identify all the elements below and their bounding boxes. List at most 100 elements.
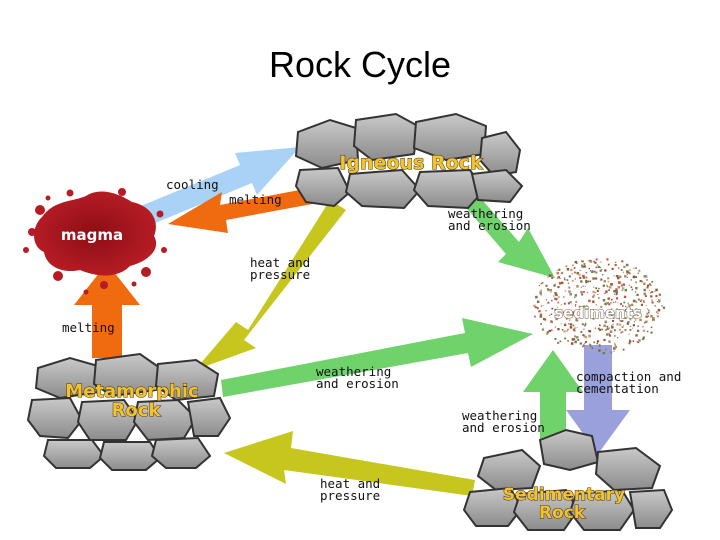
- sediment-particle: [607, 297, 610, 300]
- sediment-particle: [541, 328, 545, 331]
- sediment-particle: [651, 299, 653, 302]
- sediment-particle: [593, 260, 595, 263]
- sediment-particle: [618, 267, 620, 269]
- sediment-particle: [640, 299, 643, 301]
- sediment-particle: [593, 286, 595, 288]
- sediment-particle: [584, 335, 588, 339]
- sediment-particle: [656, 301, 659, 303]
- sediment-particle: [577, 339, 580, 341]
- sediment-particle: [635, 281, 637, 283]
- sediment-particle: [534, 306, 537, 309]
- sediment-particle: [648, 289, 650, 292]
- sediment-particle: [601, 313, 603, 315]
- sediment-particle: [572, 313, 576, 317]
- sediment-particle: [628, 272, 631, 275]
- sediment-particle: [559, 340, 562, 343]
- sediment-particle: [549, 289, 552, 292]
- sediment-particle: [637, 272, 639, 274]
- sediment-particle: [615, 292, 618, 295]
- compaction-label-line1: compaction and: [576, 369, 681, 384]
- sediment-particle: [627, 271, 630, 274]
- sediment-particle: [581, 260, 583, 262]
- sediment-particle: [622, 348, 625, 351]
- sediment-particle: [618, 275, 622, 278]
- sediment-particle: [644, 320, 648, 324]
- sediment-particle: [597, 327, 600, 330]
- sediment-particle: [574, 335, 577, 338]
- sediment-particle: [610, 314, 614, 318]
- sediment-particle: [646, 279, 648, 281]
- sediment-particle: [633, 267, 635, 269]
- sediment-particle: [598, 297, 600, 299]
- sediment-particle: [593, 270, 596, 273]
- sediment-particle: [606, 301, 609, 305]
- sediment-particle: [617, 286, 620, 289]
- sediment-particle: [647, 309, 650, 312]
- sediment-particle: [594, 327, 597, 329]
- sediment-particle: [614, 293, 616, 296]
- heat-pressure-arrow-sedimentary: [224, 431, 475, 496]
- sediment-particle: [615, 275, 618, 277]
- sediment-particle: [626, 270, 629, 273]
- sediment-particle: [554, 308, 557, 311]
- weathering-arrow-igneous: [456, 186, 555, 278]
- sediment-particle: [540, 282, 543, 285]
- sediment-particle: [646, 286, 649, 289]
- sediment-particle: [635, 319, 637, 321]
- sediment-particle: [616, 323, 619, 326]
- sediment-particle: [586, 305, 588, 307]
- sediment-particle: [561, 281, 564, 285]
- sediment-particle: [615, 261, 617, 263]
- sediment-particle: [635, 276, 637, 278]
- sediment-particle: [627, 302, 629, 304]
- sediment-particle: [548, 329, 551, 333]
- sediment-particle: [609, 334, 612, 337]
- sediment-particle: [623, 325, 625, 327]
- weathering-label-igneous-line2: and erosion: [448, 218, 531, 233]
- sediment-particle: [639, 315, 642, 318]
- sediment-particle: [563, 330, 566, 333]
- sediment-particle: [635, 267, 637, 269]
- sediment-particle: [570, 268, 573, 272]
- sediment-particle: [600, 305, 603, 308]
- sediment-particle: [630, 325, 632, 327]
- sediment-particle: [640, 303, 643, 306]
- sediment-particle: [579, 342, 582, 345]
- sediment-particle: [557, 306, 559, 308]
- sediment-particle: [626, 322, 629, 325]
- sediment-particle: [568, 319, 571, 321]
- diagram-title: Rock Cycle: [268, 44, 452, 85]
- sediment-particle: [588, 330, 592, 333]
- sediment-particle: [621, 331, 624, 333]
- sediment-particle: [589, 280, 591, 283]
- sediment-particle: [563, 277, 565, 279]
- sediment-particle: [611, 298, 613, 301]
- sediment-particle: [585, 279, 588, 282]
- sediment-particle: [565, 265, 568, 268]
- sediment-particle: [574, 327, 576, 329]
- sediment-particle: [572, 328, 576, 331]
- heat-pressure-label-sedimentary-line1: heat and: [320, 476, 380, 491]
- sediment-particle: [589, 259, 592, 263]
- sediment-particle: [603, 324, 606, 327]
- sediment-particle: [588, 299, 591, 303]
- sediment-particle: [599, 310, 601, 312]
- sediment-particle: [635, 287, 638, 290]
- sediment-particle: [554, 337, 557, 340]
- sediment-particle: [608, 285, 612, 289]
- sediment-particle: [553, 284, 556, 287]
- sediment-particle: [540, 305, 542, 307]
- sediment-particle: [617, 276, 620, 280]
- sediment-particle: [610, 302, 612, 304]
- sediment-particle: [579, 269, 581, 271]
- sediment-particle: [583, 305, 586, 307]
- sediment-particle: [613, 289, 616, 293]
- sediment-particle: [563, 311, 565, 314]
- sediment-particle: [662, 306, 666, 309]
- sediment-particle: [583, 263, 586, 265]
- sediment-particle: [567, 282, 570, 284]
- sediment-particle: [566, 318, 568, 320]
- sediment-particle: [638, 269, 641, 272]
- sediment-particle: [578, 305, 581, 308]
- sedimentary-rock-pile: [462, 428, 674, 531]
